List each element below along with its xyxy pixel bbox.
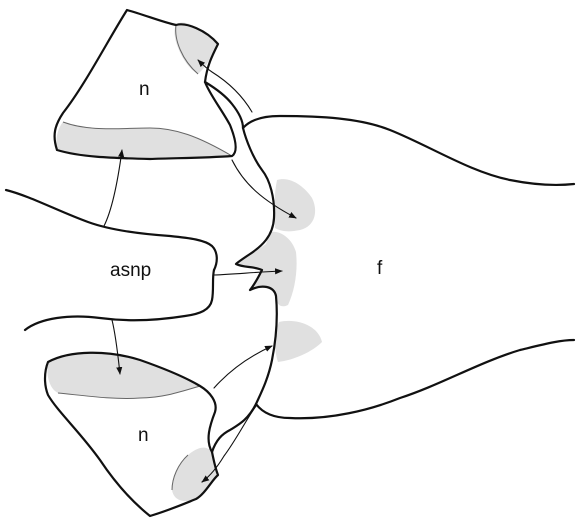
shaded-region-top-notch	[274, 179, 315, 231]
label-asnp: asnp	[110, 261, 151, 280]
shaded-regions	[47, 23, 322, 502]
shaded-region-middle-notch	[236, 232, 297, 307]
label-n-lower: n	[138, 426, 149, 445]
label-n-upper: n	[139, 80, 150, 99]
shaded-region-upper-lobe	[175, 23, 219, 74]
shaded-region-upper-band	[56, 122, 232, 159]
label-f: f	[377, 259, 382, 278]
arrow-bottom-notch	[214, 346, 272, 388]
upper-right-contour	[243, 116, 574, 185]
arrow-upper-band	[104, 150, 122, 226]
asnp-upper-contour	[6, 190, 217, 270]
shaded-region-bottom-notch	[275, 321, 322, 362]
